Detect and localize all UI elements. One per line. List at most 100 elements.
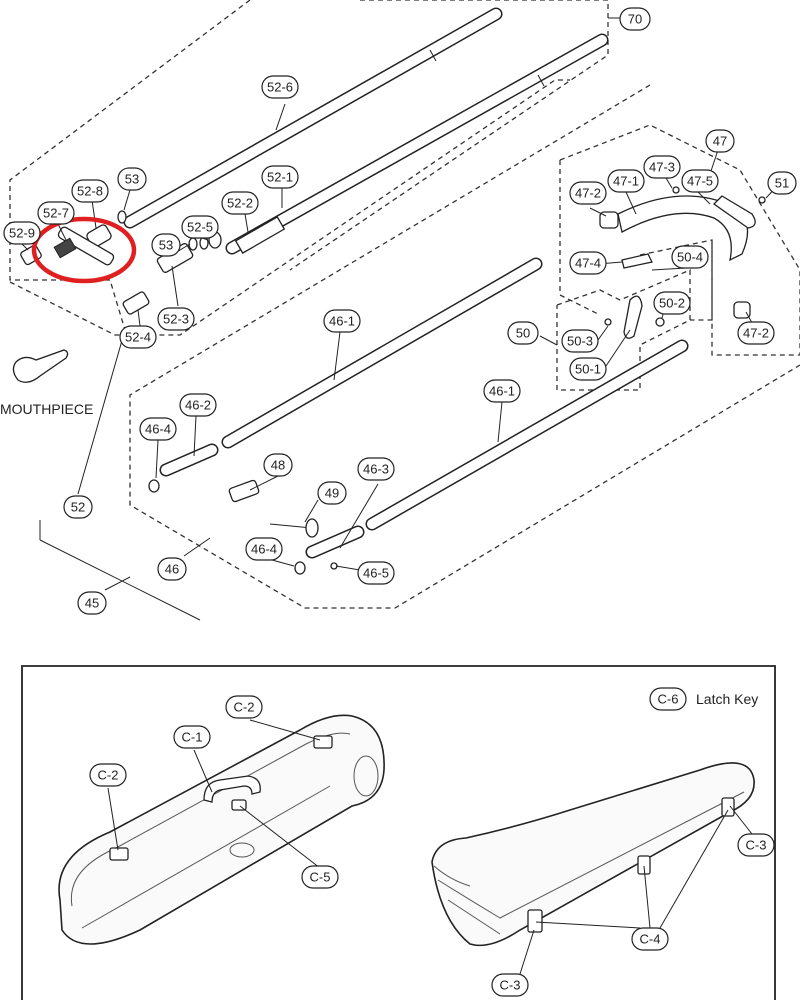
callout-50-1: 50-1 <box>569 357 607 381</box>
callout-70-text: 70 <box>628 12 642 27</box>
highlight-circle <box>31 216 137 284</box>
callout-53-lower-text: 53 <box>159 238 173 253</box>
callout-46-3: 46-3 <box>357 457 395 481</box>
callout-52-4: 52-4 <box>119 325 157 349</box>
callout-c-5: C-5 <box>301 865 339 889</box>
callout-52-9: 52-9 <box>3 221 41 245</box>
callout-47-3-text: 47-3 <box>649 160 675 175</box>
callout-47-1: 47-1 <box>607 169 645 193</box>
callout-51-text: 51 <box>775 176 789 191</box>
small-parts <box>12 186 766 575</box>
callout-52: 52 <box>63 495 93 519</box>
callout-52-6: 52-6 <box>261 75 299 99</box>
case-right <box>431 762 755 947</box>
callout-46-4-upper-text: 46-4 <box>145 422 171 437</box>
mouthpiece-label: MOUTHPIECE <box>0 401 93 417</box>
callout-53-upper-text: 53 <box>125 172 139 187</box>
callout-50-2-text: 50-2 <box>659 296 685 311</box>
latch-key-label: Latch Key <box>696 691 758 707</box>
callout-52-2: 52-2 <box>221 191 259 215</box>
callout-45: 45 <box>77 591 107 615</box>
outline-group-52-inner <box>9 0 251 331</box>
callout-46-5-text: 46-5 <box>363 566 389 581</box>
callout-52-3: 52-3 <box>157 307 195 331</box>
callout-c-1-text: C-1 <box>182 730 203 745</box>
callout-50-2: 50-2 <box>653 291 691 315</box>
callout-46-1-upper: 46-1 <box>323 309 361 333</box>
callout-50-3-text: 50-3 <box>567 334 593 349</box>
callout-46-text: 46 <box>165 562 179 577</box>
callout-c-2-left: C-2 <box>89 763 127 787</box>
callout-c-4: C-4 <box>631 927 669 951</box>
callout-46-5: 46-5 <box>357 561 395 585</box>
callout-c-3-bottom-text: C-3 <box>500 978 521 993</box>
callout-47: 47 <box>705 129 735 153</box>
callout-52-2-text: 52-2 <box>227 196 253 211</box>
group-outlines <box>9 0 800 609</box>
callout-50-1-text: 50-1 <box>575 362 601 377</box>
callout-49-text: 49 <box>325 486 339 501</box>
callout-53-lower: 53 <box>151 233 181 257</box>
callout-c-1: C-1 <box>173 725 211 749</box>
callout-52-1: 52-1 <box>261 165 299 189</box>
callout-46-1-lower: 46-1 <box>483 379 521 403</box>
callout-46-4-upper: 46-4 <box>139 417 177 441</box>
outline-group-46 <box>129 84 800 609</box>
callout-70: 70 <box>619 7 651 31</box>
tubes <box>123 7 689 559</box>
callout-52-7-text: 52-7 <box>43 206 69 221</box>
callout-47-3: 47-3 <box>643 155 681 179</box>
callout-47-2-upper-text: 47-2 <box>575 186 601 201</box>
callout-46-4-lower-text: 46-4 <box>251 542 277 557</box>
outline-group-52 <box>9 79 570 336</box>
callout-50-3: 50-3 <box>561 329 599 353</box>
callout-52-3-text: 52-3 <box>163 312 189 327</box>
callout-50-4: 50-4 <box>671 245 709 269</box>
callout-c-5-text: C-5 <box>310 870 331 885</box>
outline-group-50-sub <box>639 239 713 321</box>
callout-47-5-text: 47-5 <box>687 174 713 189</box>
callout-46-2: 46-2 <box>179 393 217 417</box>
callout-52-text: 52 <box>71 500 85 515</box>
case-panel: C-1 C-2 C-2 C-5 C-3 C-4 C-3 C-6 <box>21 665 776 1000</box>
callout-46-3-text: 46-3 <box>363 462 389 477</box>
callout-c-6: C-6 <box>649 687 687 711</box>
callout-c-2-top-text: C-2 <box>234 700 255 715</box>
callout-47-4: 47-4 <box>569 251 607 275</box>
leader-lines <box>21 17 781 621</box>
callout-c-6-text: C-6 <box>658 692 679 707</box>
mouthpiece-icon <box>12 349 69 383</box>
callout-52-7: 52-7 <box>37 201 75 225</box>
callout-47-text: 47 <box>713 134 727 149</box>
callout-47-2-lower-text: 47-2 <box>743 326 769 341</box>
callout-52-6-text: 52-6 <box>267 80 293 95</box>
callout-46-2-text: 46-2 <box>185 398 211 413</box>
callout-50-text: 50 <box>516 326 530 341</box>
callout-47-2-upper: 47-2 <box>569 181 607 205</box>
callout-50-4-text: 50-4 <box>677 250 703 265</box>
callout-48: 48 <box>263 453 293 477</box>
callout-51: 51 <box>767 171 797 195</box>
case-leader-lines <box>107 719 753 975</box>
callout-c-4-text: C-4 <box>640 932 661 947</box>
callout-47-4-text: 47-4 <box>575 256 601 271</box>
callout-47-2-lower: 47-2 <box>737 321 775 345</box>
callout-45-text: 45 <box>85 596 99 611</box>
callout-46-1-upper-text: 46-1 <box>329 314 355 329</box>
callout-52-9-text: 52-9 <box>9 226 35 241</box>
callout-c-3-right-text: C-3 <box>746 838 767 853</box>
callout-c-2-top: C-2 <box>225 695 263 719</box>
outline-group-47 <box>559 124 800 356</box>
callout-52-1-text: 52-1 <box>267 170 293 185</box>
callout-47-1-text: 47-1 <box>613 174 639 189</box>
callout-52-5-text: 52-5 <box>187 220 213 235</box>
callout-49: 49 <box>317 481 347 505</box>
callout-c-2-left-text: C-2 <box>98 768 119 783</box>
outline-group-47-inner <box>559 160 601 316</box>
callout-c-3-right: C-3 <box>737 833 775 857</box>
callout-c-3-bottom: C-3 <box>491 973 529 997</box>
callout-46-4-lower: 46-4 <box>245 537 283 561</box>
callout-52-8-text: 52-8 <box>77 184 103 199</box>
callout-52-8: 52-8 <box>71 179 109 203</box>
